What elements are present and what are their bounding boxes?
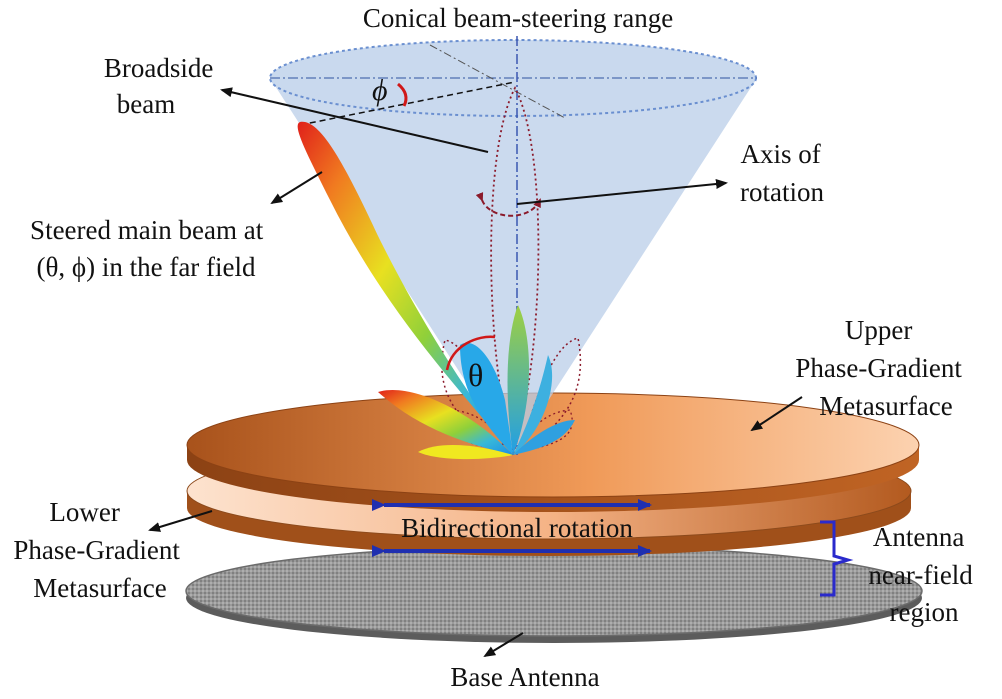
steered-beam-label: Steered main beam at (θ, ϕ) in the far f… [30,215,270,282]
broadside-beam-label: Broadside beam [104,53,220,119]
theta-symbol: θ [468,357,483,393]
lower-metasurface-label: Lower Phase-Gradient Metasurface [13,497,186,603]
bidirectional-rotation-arrows [372,499,652,557]
near-field-label: Antenna near-field region [868,522,979,627]
upper-metasurface-label: Upper Phase-Gradient Metasurface [795,315,968,421]
near-field-bracket [820,520,854,597]
axis-of-rotation-label: Axis of rotation [740,139,827,207]
steered-main-beam [297,121,575,460]
base-antenna-disk [185,545,923,643]
conical-range-label: Conical beam-steering range [363,3,673,33]
upper-metasurface-disk [186,392,920,512]
phi-symbol: ϕ [372,74,388,107]
bidirectional-rotation-label: Bidirectional rotation [401,513,633,543]
annotation-arrows [148,87,803,658]
steering-cone [269,36,757,455]
base-antenna-label: Base Antenna [450,662,599,692]
